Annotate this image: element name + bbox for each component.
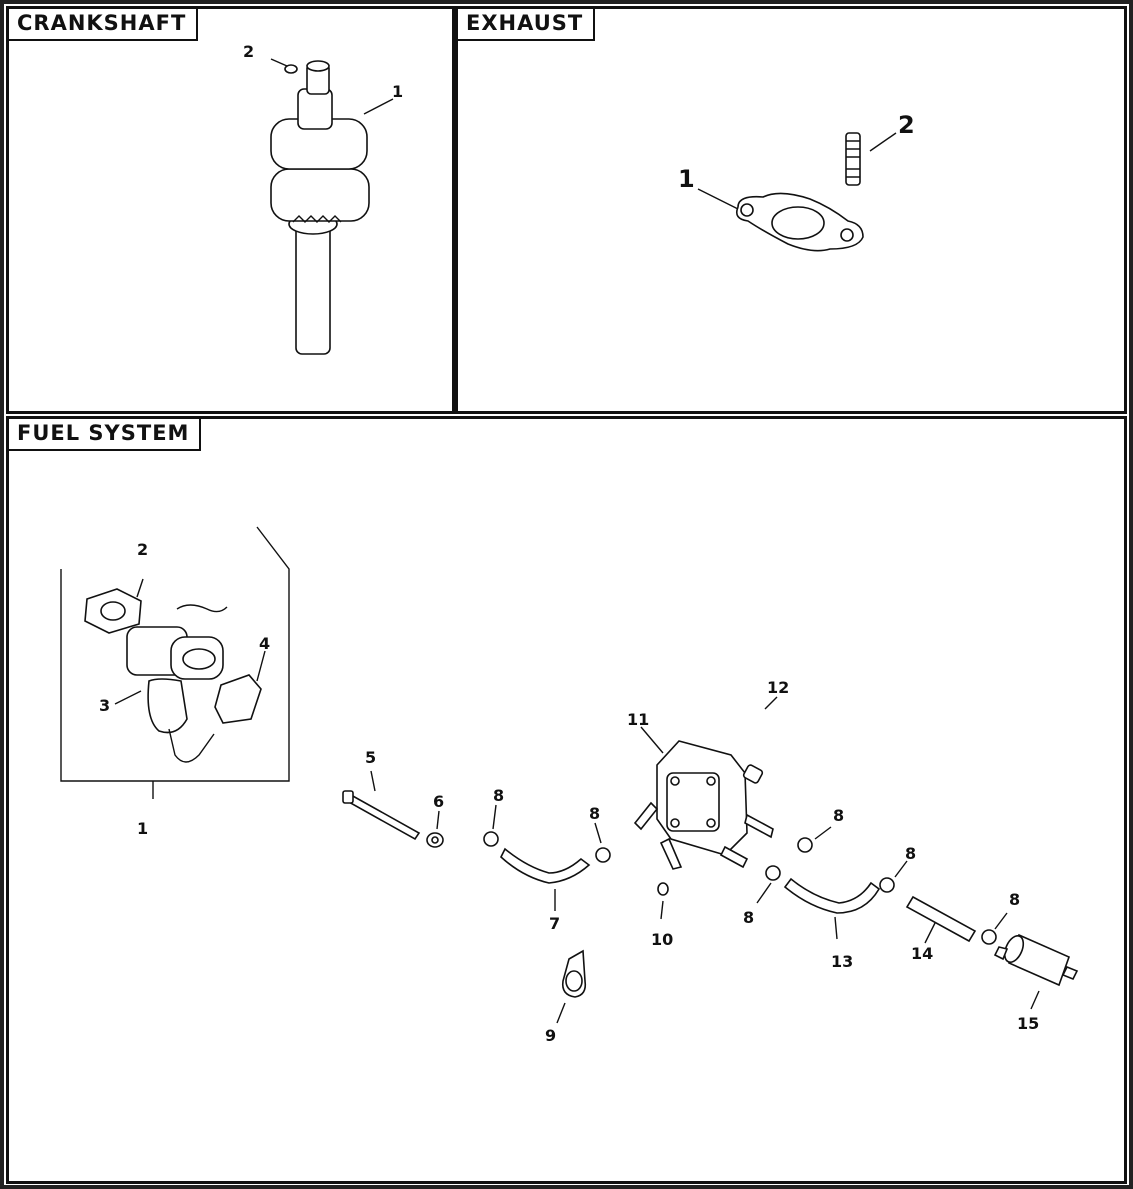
fuel-callout-14: 14 [911,944,933,963]
crankshaft-key-part [284,64,298,74]
fuel-system-drawing: 2 4 3 1 5 6 8 7 8 [60,526,1079,1045]
fuel-callout-8d: 8 [743,908,754,927]
carburetor-inset-box [60,526,290,782]
hose-clamp-part [879,877,895,893]
fuel-callout-8c: 8 [833,806,844,825]
exhaust-callout-1: 1 [678,165,695,193]
fuel-callout-6: 6 [433,792,444,811]
fuel-callout-8b: 8 [589,804,600,823]
fuel-pump-nut-part [426,832,444,848]
hose-clamp-part [765,865,781,881]
fuel-small-fitting-part [657,882,669,896]
hose-clamp-part [595,847,611,863]
fuel-callout-8f: 8 [1009,890,1020,909]
fuel-callout-4: 4 [259,634,270,653]
crankshaft-callout-2: 2 [243,42,254,61]
fuel-callout-8e: 8 [905,844,916,863]
fuel-pump-part [633,740,774,870]
fuel-filter-part [993,933,1079,987]
fuel-callout-15: 15 [1017,1014,1039,1033]
exhaust-stud-part [845,132,861,186]
fuel-system-panel: 2 4 3 1 5 6 8 7 8 [6,416,1127,1184]
crankshaft-drawing: 2 1 [243,42,403,355]
crankshaft-callout-1: 1 [392,82,403,101]
carburetor-gasket-4-part [214,674,262,724]
exhaust-gasket-part [735,192,864,252]
exhaust-callout-2: 2 [898,111,915,139]
fuel-callout-5: 5 [365,748,376,767]
carburetor-part [126,604,228,763]
crankshaft-panel: 2 1 CRANKSHAFT [6,6,455,414]
fuel-callout-13: 13 [831,952,853,971]
hose-clamp-part [797,837,813,853]
fuel-callout-8a: 8 [493,786,504,805]
carburetor-gasket-part [84,588,142,634]
fuel-callout-1: 1 [137,819,148,838]
fuel-pump-bolt-part [342,790,421,841]
exhaust-panel: 1 2 EXHAUST [455,6,1127,414]
exhaust-drawing: 1 2 [678,111,915,252]
crankshaft-panel-title: CRANKSHAFT [9,9,199,41]
fuel-system-panel-title: FUEL SYSTEM [9,419,202,451]
crankshaft-part [270,60,370,355]
fuel-callout-2: 2 [137,540,148,559]
fuel-callout-9: 9 [545,1026,556,1045]
hose-clamp-part [981,929,997,945]
fuel-hose-13-part [783,877,881,914]
fuel-hose-7-part [500,847,591,884]
fuel-fitting-part [742,764,764,784]
fuel-line-clip-part [561,949,587,998]
fuel-callout-10: 10 [651,930,673,949]
fuel-hose-14-part [905,895,977,943]
fuel-callout-12: 12 [767,678,789,697]
fuel-callout-3: 3 [99,696,110,715]
fuel-callout-11: 11 [627,710,649,729]
fuel-callout-7: 7 [549,914,560,933]
hose-clamp-part [483,831,499,847]
exhaust-panel-title: EXHAUST [458,9,596,41]
